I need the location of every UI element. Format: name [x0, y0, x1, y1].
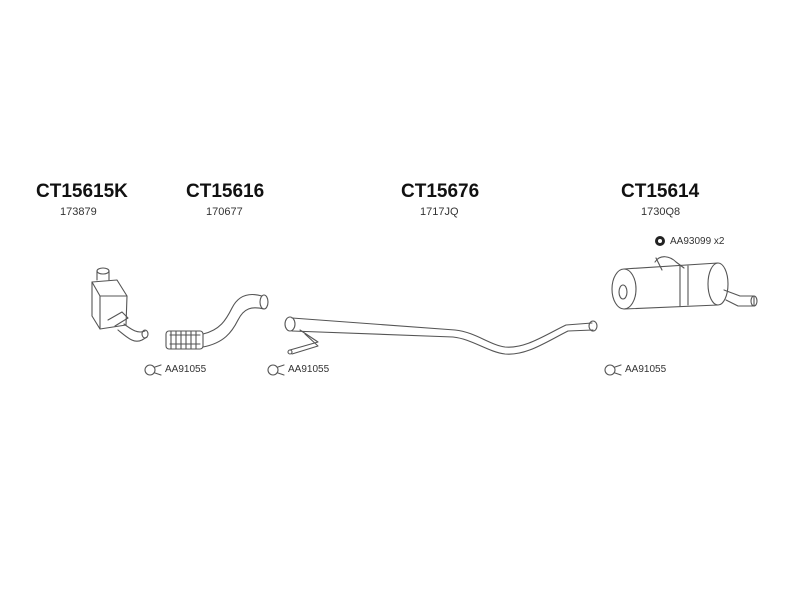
rear-silencer-drawing	[611, 256, 758, 310]
part-ref-rear-silencer: 1730Q8	[641, 206, 681, 218]
part-code-middle-pipe: CT15676	[401, 181, 480, 202]
mount-label: AA93099 x2	[670, 236, 725, 247]
clamp-icon	[604, 364, 622, 376]
part-ref-flex-pipe: 170677	[206, 206, 243, 218]
part-code-catalytic-converter: CT15615K	[36, 181, 128, 202]
part-ref-catalytic-converter: 173879	[60, 206, 97, 218]
clamp-label-3: AA91055	[625, 364, 667, 375]
part-ref-middle-pipe: 1717JQ	[420, 206, 459, 218]
clamp-icon	[144, 364, 162, 376]
clamp-icon	[267, 364, 285, 376]
clamp-label-1: AA91055	[165, 364, 207, 375]
flex-pipe-drawing	[165, 293, 269, 350]
rubber-mount-icon	[655, 236, 665, 246]
middle-pipe-drawing	[284, 316, 598, 355]
clamp-label-2: AA91055	[288, 364, 330, 375]
part-code-flex-pipe: CT15616	[186, 181, 265, 202]
catalytic-converter-drawing	[91, 267, 149, 342]
part-code-rear-silencer: CT15614	[621, 181, 700, 202]
